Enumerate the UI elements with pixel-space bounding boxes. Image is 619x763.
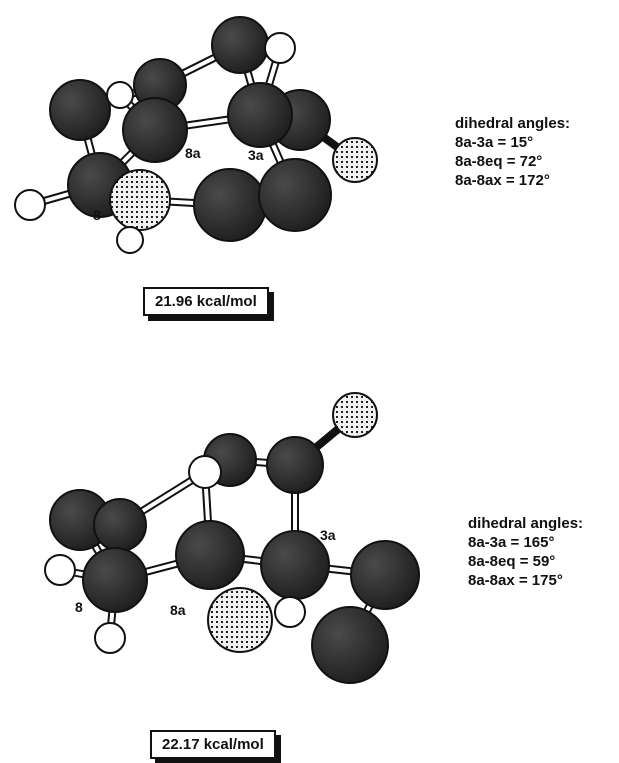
dihedral-angle: 8a-8eq = 72° (455, 153, 543, 170)
atom-label-8: 8 (93, 207, 101, 223)
carbon-atom (93, 498, 147, 552)
hetero-atom (109, 169, 171, 231)
dihedral-angles-top: dihedral angles: 8a-3a = 15° 8a-8eq = 72… (455, 114, 570, 190)
carbon-atom (311, 606, 389, 684)
molecule-top: 8 8a 3a (14, 16, 378, 254)
atom-label-8a: 8a (170, 602, 186, 618)
atom-label-8a: 8a (185, 145, 201, 161)
hydrogen-atom (44, 554, 76, 586)
hydrogen-atom (274, 596, 306, 628)
hydrogen-atom (106, 81, 134, 109)
dihedral-title: dihedral angles: (455, 115, 571, 132)
atom-label-3a: 3a (320, 527, 336, 543)
hydrogen-atom (264, 32, 296, 64)
carbon-atom-3a (260, 530, 330, 600)
dihedral-title: dihedral angles: (468, 515, 584, 532)
molecule-bottom: 8 8a 3a (44, 392, 420, 684)
carbon-atom (211, 16, 269, 74)
carbon-atom (350, 540, 420, 610)
carbon-atom (193, 168, 267, 242)
atom-label-3a: 3a (248, 147, 264, 163)
hetero-atom (332, 137, 378, 183)
atoms-top (14, 16, 378, 254)
carbon-atom-8a (122, 97, 188, 163)
carbon-atom-8 (82, 547, 148, 613)
carbon-atom (49, 79, 111, 141)
atom-label-8: 8 (75, 599, 83, 615)
atoms-bottom (44, 392, 420, 684)
dihedral-angle: 8a-3a = 15° (455, 134, 534, 151)
hydrogen-atom (116, 226, 144, 254)
hydrogen-atom (188, 455, 222, 489)
dihedral-angle: 8a-8eq = 59° (468, 553, 556, 570)
carbon-atom-3a (227, 82, 293, 148)
energy-label-top: 21.96 kcal/mol (143, 287, 269, 316)
dihedral-angle: 8a-3a = 165° (468, 534, 555, 551)
hetero-atom (207, 587, 273, 653)
hydrogen-atom (14, 189, 46, 221)
hetero-atom (332, 392, 378, 438)
energy-label-bottom: 22.17 kcal/mol (150, 730, 276, 759)
carbon-atom (258, 158, 332, 232)
dihedral-angles-bottom: dihedral angles: 8a-3a = 165° 8a-8eq = 5… (468, 514, 583, 590)
carbon-atom (266, 436, 324, 494)
carbon-atom-8a (175, 520, 245, 590)
dihedral-angle: 8a-8ax = 175° (468, 572, 563, 589)
hydrogen-atom (94, 622, 126, 654)
dihedral-angle: 8a-8ax = 172° (455, 172, 550, 189)
